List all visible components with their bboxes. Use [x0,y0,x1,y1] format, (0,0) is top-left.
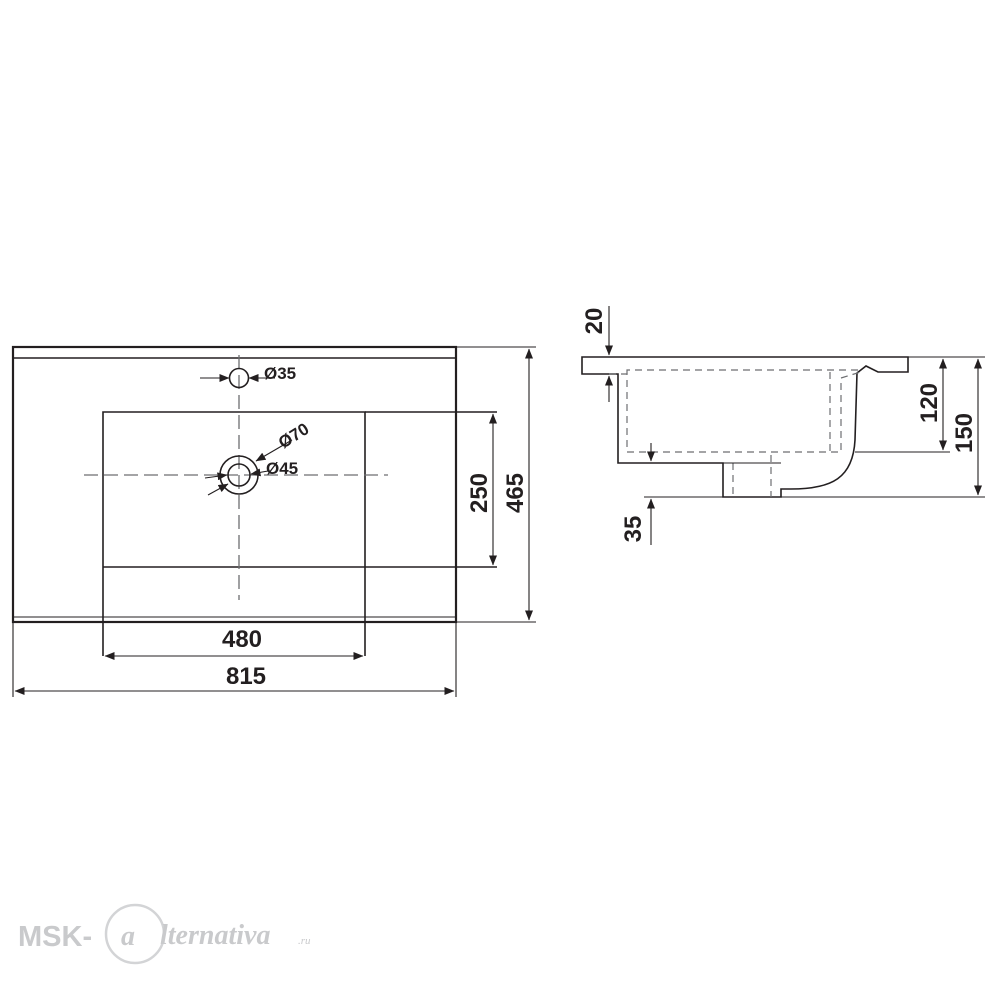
dim-outlet-length: 35 [620,516,647,543]
dim-total-height: 150 [951,413,978,453]
drain-inner [227,463,251,487]
drain-outlet [723,372,831,497]
bowl-hidden-contour [609,370,865,453]
watermark-letter: a [121,921,135,952]
dim-overall-depth: 465 [502,473,529,513]
dim-bowl-depth: 250 [466,473,493,513]
drain-leaders [204,439,293,496]
watermark-at-ring [104,903,166,965]
watermark-suffix: .ru [298,935,311,947]
bowl-hidden-contour-2 [626,369,858,374]
watermark-prefix: MSK- [18,921,92,953]
dim-bowl-depth-section: 120 [916,383,943,423]
tap-hole-label: Ø35 [264,364,296,383]
watermark-name: lternativa [160,920,270,951]
dim-bowl-width: 480 [222,626,262,653]
extension-lines [12,346,536,697]
dim-overall-width: 815 [226,663,266,690]
drain-outer-label: Ø70 [275,419,312,452]
plan-view: Ø35 Ø70 Ø45 480 815 250 465 [11,345,536,697]
section-profile [581,356,909,498]
basin-outline [11,345,458,624]
drain-inner-label: Ø45 [266,459,298,478]
center-lines [84,355,388,600]
section-view: 20 120 150 35 [581,306,985,545]
watermark-logo: MSK- a lternativa .ru [18,903,311,965]
dim-rim-thickness: 20 [581,308,608,335]
bowl-outline [102,411,497,656]
